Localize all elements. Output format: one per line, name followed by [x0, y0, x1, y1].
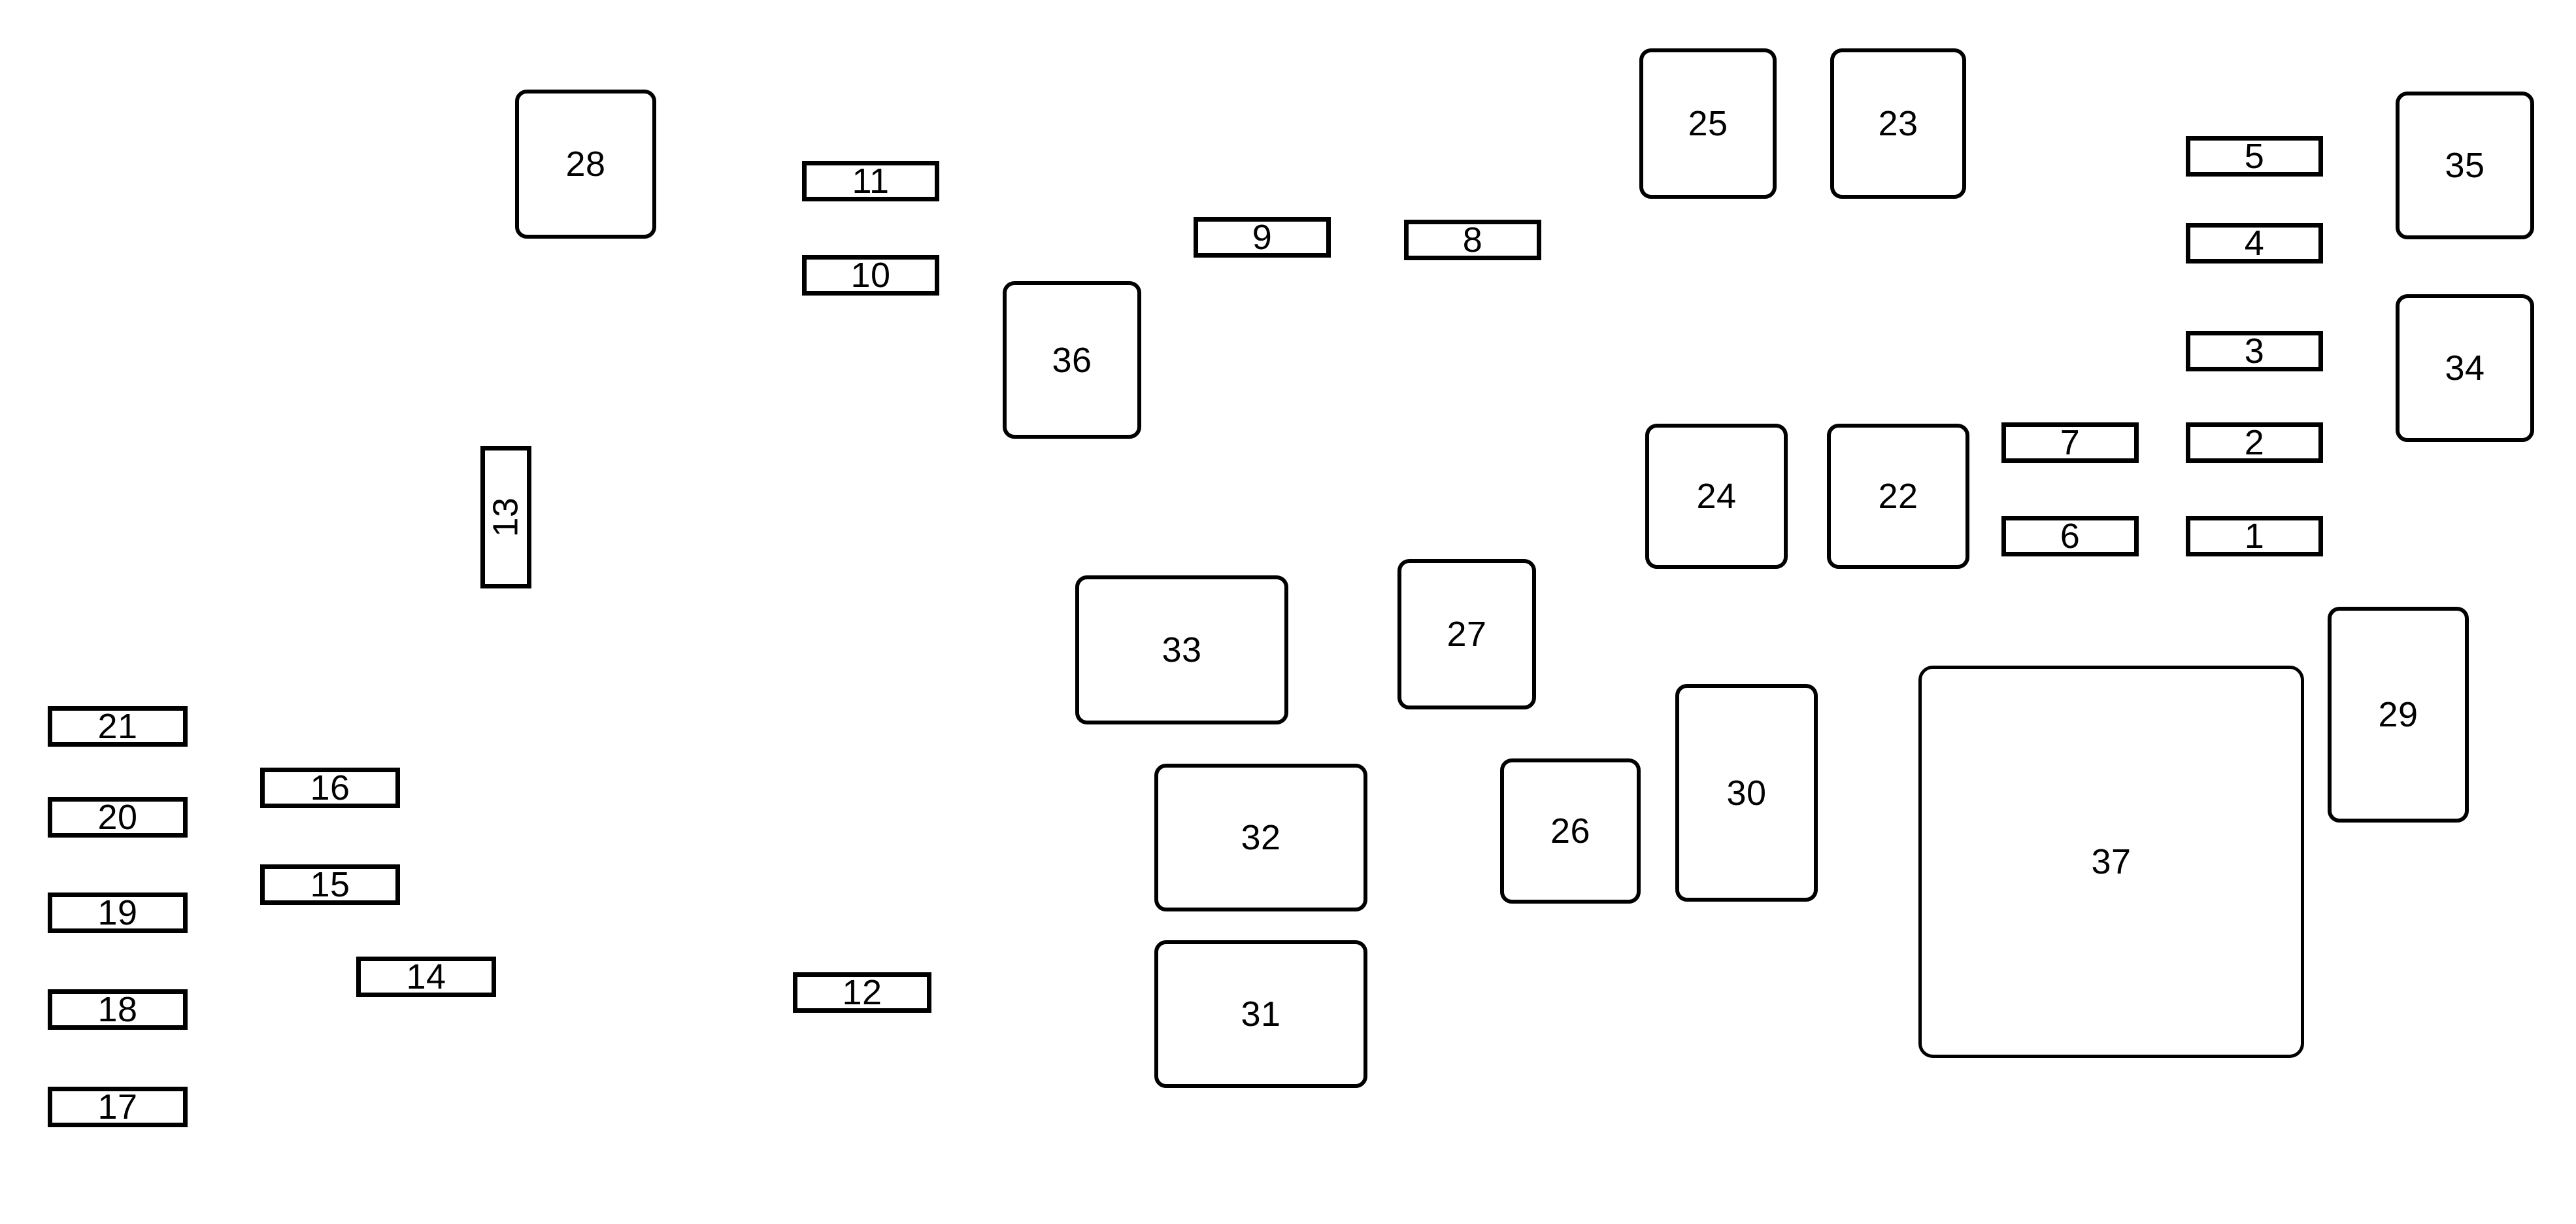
fuse-slot-label: 11 — [852, 162, 890, 201]
fuse-slot-2[interactable]: 2 — [2186, 422, 2323, 463]
fuse-slot-label: 10 — [850, 256, 891, 295]
fuse-slot-15[interactable]: 15 — [260, 864, 400, 905]
fuse-slot-13[interactable]: 13 — [480, 446, 531, 588]
fuse-slot-label: 12 — [842, 973, 882, 1012]
fuse-slot-label: 23 — [1878, 104, 1918, 143]
fuse-slot-24[interactable]: 24 — [1645, 424, 1788, 569]
fuse-slot-label: 4 — [2244, 224, 2265, 263]
fuse-slot-label: 7 — [2060, 423, 2081, 462]
fuse-slot-8[interactable]: 8 — [1404, 220, 1541, 260]
fuse-slot-label: 28 — [565, 144, 606, 184]
fuse-slot-label: 6 — [2060, 517, 2081, 556]
fuse-slot-35[interactable]: 35 — [2396, 92, 2534, 239]
fuse-slot-label: 3 — [2244, 332, 2265, 371]
fuse-slot-label: 17 — [97, 1087, 138, 1127]
fuse-slot-label: 27 — [1447, 615, 1487, 654]
fuse-slot-9[interactable]: 9 — [1194, 217, 1331, 258]
fuse-slot-28[interactable]: 28 — [515, 90, 656, 239]
fuse-slot-32[interactable]: 32 — [1154, 764, 1367, 911]
fuse-slot-label: 9 — [1252, 218, 1273, 257]
fuse-slot-29[interactable]: 29 — [2328, 607, 2469, 823]
fuse-slot-22[interactable]: 22 — [1827, 424, 1969, 569]
fuse-slot-label: 29 — [2378, 695, 2418, 734]
fuse-slot-12[interactable]: 12 — [793, 972, 931, 1013]
fuse-slot-label: 30 — [1726, 773, 1767, 813]
fuse-slot-36[interactable]: 36 — [1003, 281, 1141, 439]
fuse-slot-17[interactable]: 17 — [48, 1087, 188, 1127]
fuse-slot-14[interactable]: 14 — [356, 957, 496, 997]
fuse-slot-label: 25 — [1688, 104, 1728, 143]
fuse-slot-27[interactable]: 27 — [1397, 559, 1536, 709]
fuse-slot-label: 16 — [310, 768, 350, 808]
fuse-slot-37[interactable]: 37 — [1918, 666, 2304, 1058]
fuse-slot-label: 20 — [97, 798, 138, 837]
fuse-slot-label: 32 — [1241, 818, 1281, 857]
fuse-slot-10[interactable]: 10 — [802, 255, 939, 296]
fuse-slot-18[interactable]: 18 — [48, 989, 188, 1030]
fuse-slot-30[interactable]: 30 — [1675, 684, 1818, 902]
fuse-slot-6[interactable]: 6 — [2001, 516, 2139, 556]
fuse-slot-33[interactable]: 33 — [1075, 575, 1288, 724]
fuse-slot-label: 19 — [97, 893, 138, 932]
fuse-slot-16[interactable]: 16 — [260, 768, 400, 808]
fuse-slot-26[interactable]: 26 — [1500, 758, 1641, 904]
fuse-slot-label: 35 — [2445, 146, 2485, 185]
fuse-slot-20[interactable]: 20 — [48, 797, 188, 838]
fuse-slot-34[interactable]: 34 — [2396, 294, 2534, 442]
fuse-slot-label: 14 — [406, 957, 446, 996]
fuse-slot-label: 21 — [97, 707, 138, 746]
fuse-slot-label: 34 — [2445, 348, 2485, 388]
fuse-slot-label: 2 — [2244, 423, 2265, 462]
fuse-slot-label: 1 — [2244, 517, 2265, 556]
fuse-slot-label: 37 — [2091, 842, 2132, 881]
fuse-slot-11[interactable]: 11 — [802, 161, 939, 201]
fuse-slot-label: 36 — [1052, 340, 1092, 380]
fuse-slot-label: 18 — [97, 990, 138, 1029]
fuse-slot-label: 5 — [2244, 137, 2265, 176]
fuse-slot-label: 31 — [1241, 994, 1281, 1034]
fuse-slot-3[interactable]: 3 — [2186, 331, 2323, 371]
fuse-slot-21[interactable]: 21 — [48, 706, 188, 747]
fuse-slot-1[interactable]: 1 — [2186, 516, 2323, 556]
fuse-slot-4[interactable]: 4 — [2186, 223, 2323, 264]
fuse-slot-label: 22 — [1878, 477, 1918, 516]
fuse-slot-5[interactable]: 5 — [2186, 136, 2323, 177]
fuse-slot-25[interactable]: 25 — [1639, 48, 1777, 199]
fuse-slot-label: 26 — [1550, 811, 1591, 851]
fuse-slot-label: 33 — [1162, 630, 1202, 670]
fuse-slot-19[interactable]: 19 — [48, 892, 188, 933]
fuse-slot-23[interactable]: 23 — [1830, 48, 1966, 199]
fuse-slot-label: 15 — [310, 865, 350, 904]
fuse-slot-7[interactable]: 7 — [2001, 422, 2139, 463]
fuse-slot-label: 13 — [486, 497, 526, 537]
fuse-slot-label: 24 — [1696, 477, 1737, 516]
fuse-slot-label: 8 — [1462, 220, 1483, 260]
fuse-slot-31[interactable]: 31 — [1154, 940, 1367, 1088]
